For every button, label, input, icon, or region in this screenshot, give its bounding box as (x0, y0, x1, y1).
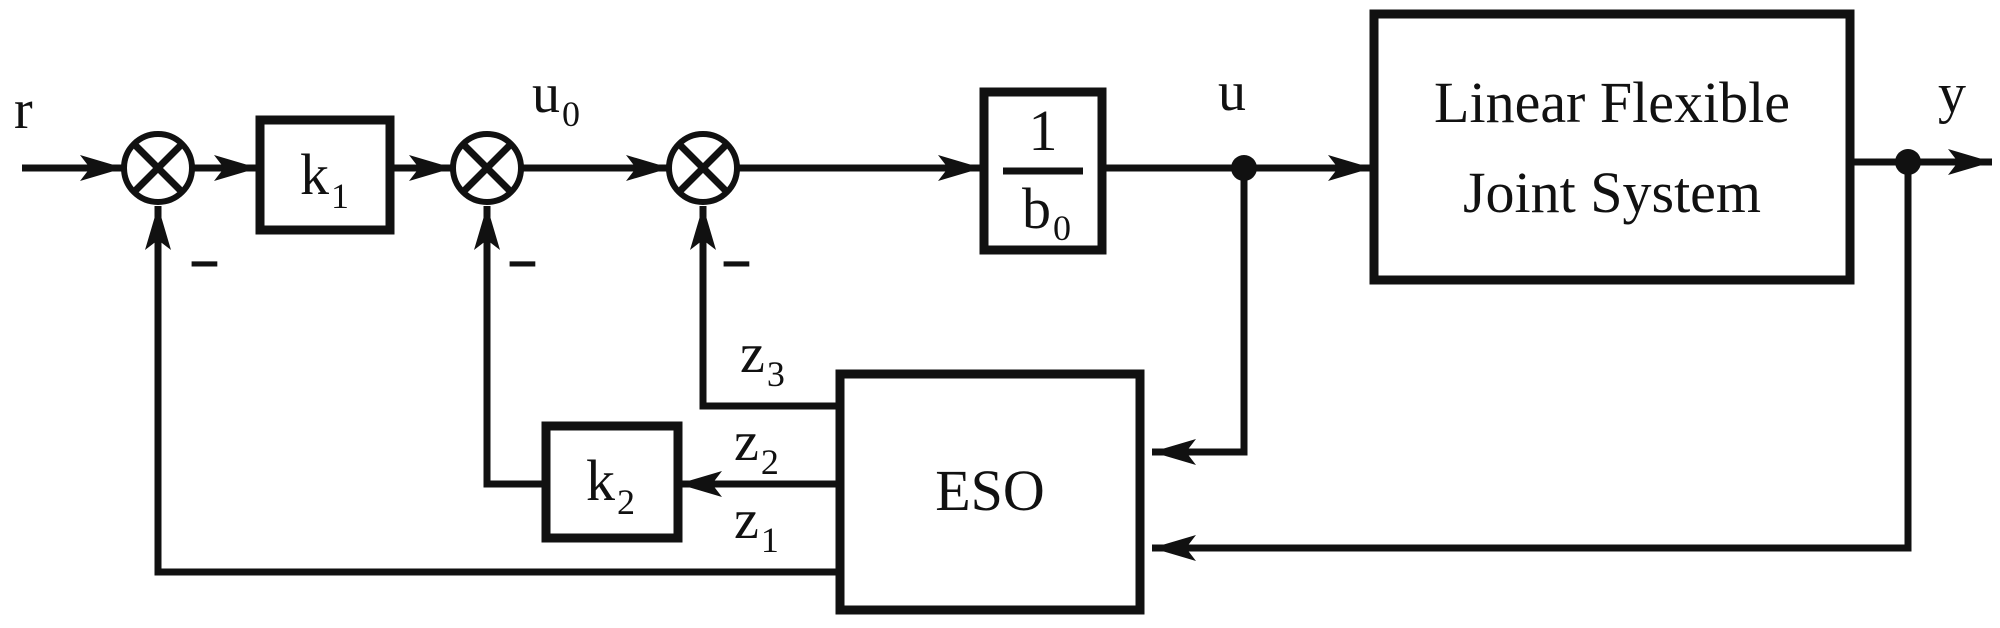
junction-u (1231, 155, 1257, 181)
signal-z1-label: z1 (734, 489, 779, 560)
signal-u-label: u (1218, 61, 1246, 123)
sum-junction-3 (666, 131, 740, 205)
k1-block (255, 115, 395, 235)
junction-y (1895, 149, 1921, 175)
gain-numerator: 1 (1029, 98, 1058, 163)
signal-z2-label: z2 (734, 411, 779, 482)
plant-block (1369, 9, 1855, 285)
sum3-minus-sign: – (722, 232, 751, 290)
wire-u-to-eso (1152, 168, 1248, 465)
plant-label-line2: Joint System (1463, 160, 1761, 225)
eso-label: ESO (935, 458, 1045, 523)
signal-z3-label: z3 (740, 323, 785, 394)
plant-label-line1: Linear Flexible (1434, 70, 1790, 135)
sum-junction-1 (121, 131, 195, 205)
wire-y-to-eso (1152, 162, 1912, 561)
sum-junction-2 (450, 131, 524, 205)
eso-block (835, 369, 1145, 615)
signal-r-label: r (14, 79, 33, 141)
k2-label: k2 (586, 448, 635, 522)
sum1-minus-sign: – (190, 232, 219, 290)
signal-u0-label: u0 (532, 63, 580, 134)
wire-z3-to-sum3 (690, 206, 840, 410)
wire-z1-to-sum1 (145, 206, 840, 576)
gain-denominator: b0 (1022, 176, 1071, 248)
k2-block (541, 421, 683, 543)
sum2-minus-sign: – (508, 232, 537, 290)
signal-y-label: y (1938, 63, 1966, 125)
wire-k2-to-sum2 (474, 206, 546, 488)
k1-label: k1 (300, 142, 349, 216)
